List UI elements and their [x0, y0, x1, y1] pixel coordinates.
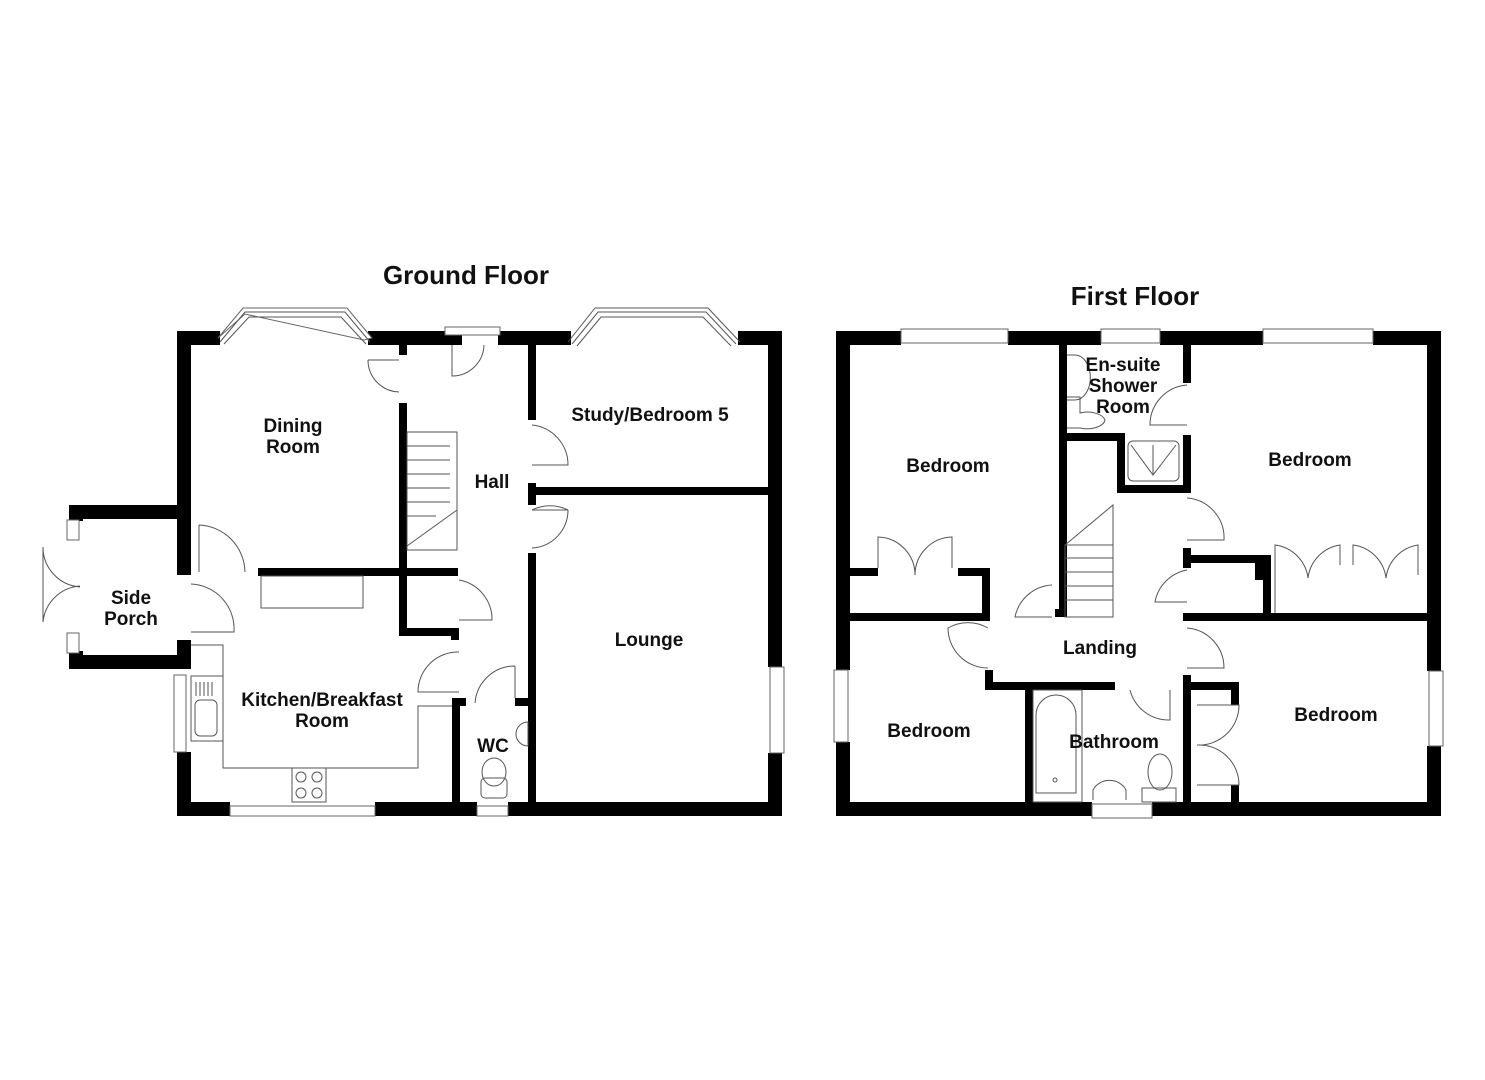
room-label-wc: WC [477, 736, 509, 757]
first-floor-title: First Floor [1071, 281, 1200, 311]
room-label-lounge: Lounge [615, 630, 684, 651]
room-label-hall: Hall [475, 472, 510, 493]
room-label-bathroom: Bathroom [1069, 732, 1159, 753]
ground-floor-title: Ground Floor [383, 260, 549, 290]
room-label-study-bedroom-5: Study/Bedroom 5 [571, 405, 729, 426]
room-label-bedroom-front-left: Bedroom [906, 456, 989, 477]
room-label-bedroom-rear-left: Bedroom [887, 721, 970, 742]
ground-floor-plan: Ground Floor [42, 260, 785, 817]
room-label-landing: Landing [1063, 638, 1137, 659]
first-floor-plan: First Floor [833, 281, 1444, 819]
room-label-bedroom-rear-right: Bedroom [1294, 705, 1377, 726]
room-label-bedroom-front-right: Bedroom [1268, 450, 1351, 471]
